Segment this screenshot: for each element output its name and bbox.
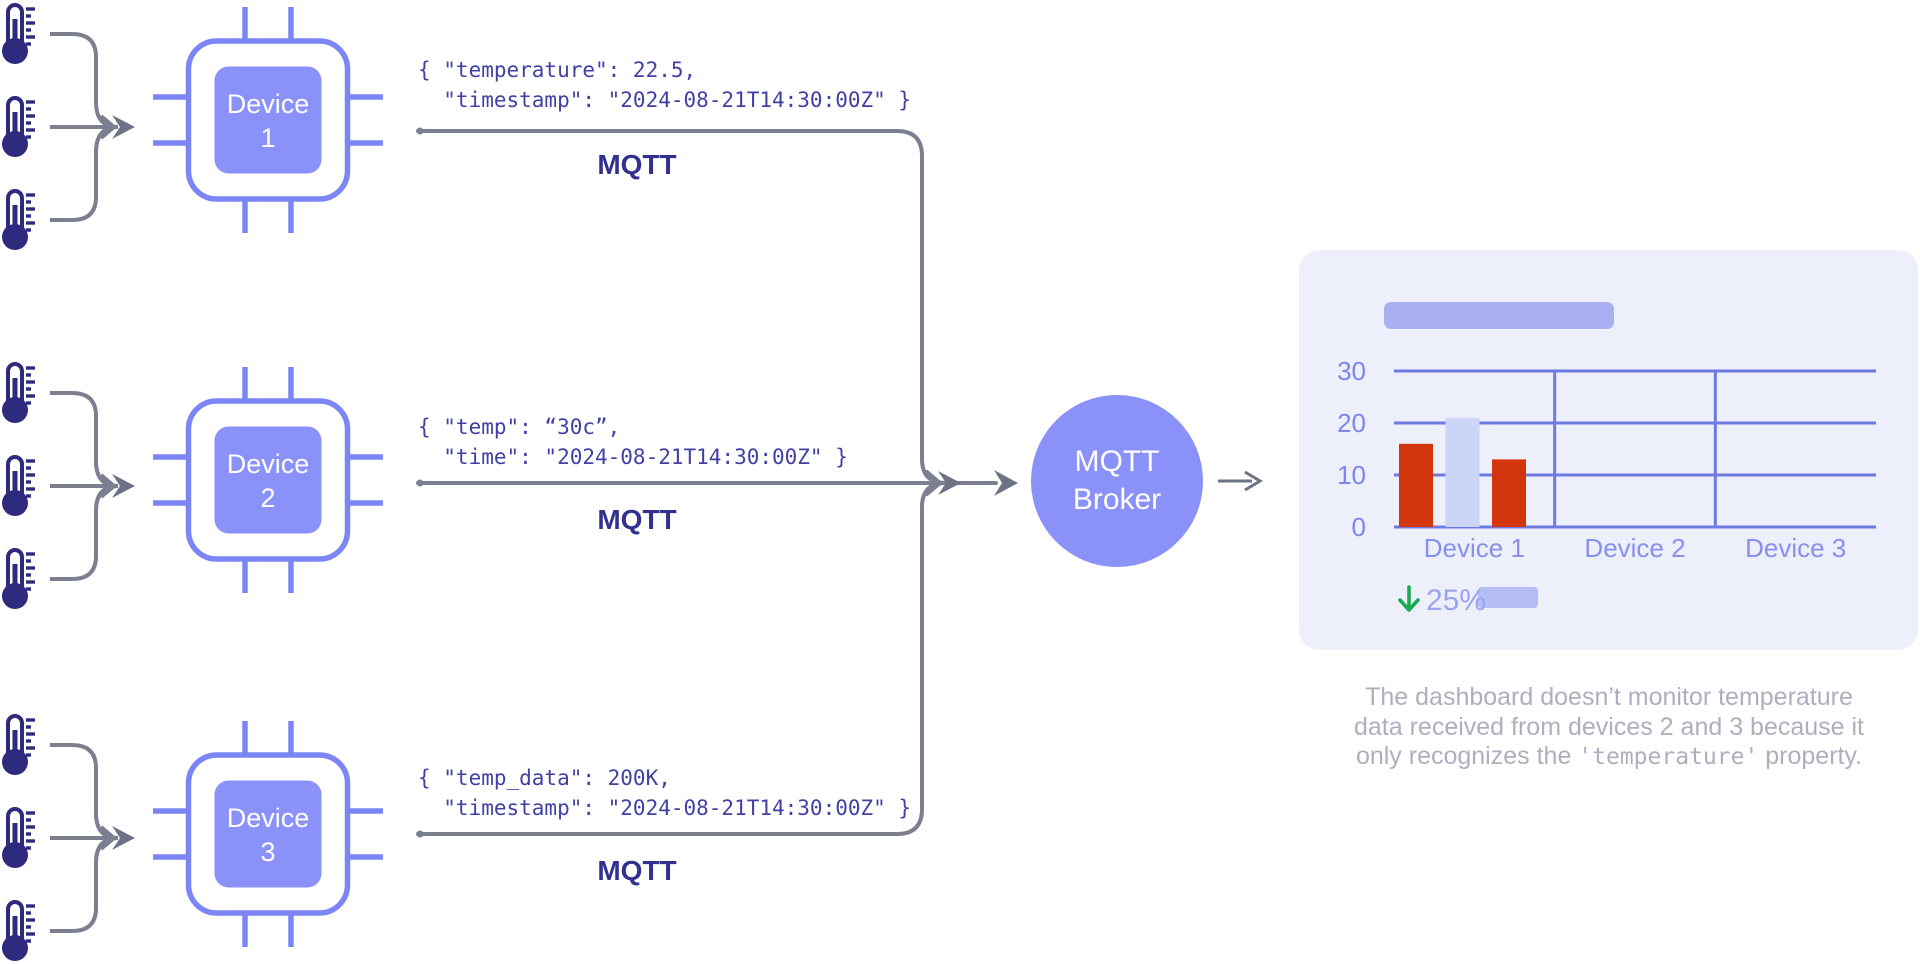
trend-down-arrow-icon	[1398, 585, 1420, 612]
caption: The dashboard doesn’t monitor temperatur…	[1300, 683, 1918, 773]
category-label: Device 1	[1424, 533, 1525, 563]
json-payload-line: { "temperature": 22.5,	[418, 58, 697, 82]
json-payload: { "temp_data": 200K, "timestamp": "2024-…	[418, 763, 911, 823]
merge-arrowhead-icon	[938, 471, 961, 495]
thermometer-icon	[2, 5, 35, 64]
caption-line: The dashboard doesn’t monitor temperatur…	[1365, 683, 1853, 711]
mqtt-connection-line	[416, 129, 948, 485]
broker-label: MQTT Broker	[1032, 443, 1202, 519]
json-payload-line: "time": "2024-08-21T14:30:00Z" }	[418, 445, 848, 469]
protocol-label: MQTT	[597, 855, 677, 886]
chip-label-number: 2	[260, 483, 276, 513]
to-broker-arrow-icon	[994, 470, 1018, 496]
chip-label: Device 3	[189, 801, 347, 869]
chip-label-name: Device	[226, 803, 310, 833]
chip-label-name: Device	[226, 89, 310, 119]
mqtt-connection-line	[416, 481, 948, 836]
broker-label-line: Broker	[1072, 483, 1162, 516]
thermometer-icon	[2, 809, 35, 868]
thermometer-icon	[2, 902, 35, 961]
trend-value: 25%	[1426, 584, 1487, 617]
line-start-dot	[416, 479, 424, 487]
json-payload-line: "timestamp": "2024-08-21T14:30:00Z" }	[418, 88, 912, 112]
chip-label-name: Device	[226, 449, 310, 479]
broker-to-dashboard-arrow-icon	[1244, 470, 1263, 492]
caption-line: only recognizes the 'temperature' proper…	[1300, 742, 1918, 773]
thermometer-icon	[2, 191, 35, 250]
y-axis-tick-label: 20	[1337, 408, 1366, 438]
dashboard-card	[1299, 250, 1918, 650]
json-payload-line: { "temp_data": 200K,	[418, 766, 671, 790]
category-label: Device 3	[1745, 533, 1846, 563]
merge-arrow-icon	[925, 470, 944, 496]
json-payload-line: "timestamp": "2024-08-21T14:30:00Z" }	[418, 796, 912, 820]
y-axis-tick-label: 0	[1352, 512, 1366, 542]
thermometer-icon	[2, 364, 35, 423]
line-start-dot	[416, 127, 424, 135]
thermometer-icon	[2, 98, 35, 157]
mqtt-broker-node	[1031, 395, 1203, 567]
caption-line: data received from devices 2 and 3 becau…	[1353, 712, 1865, 741]
sensor-merge-connector	[48, 32, 137, 222]
bar	[1445, 417, 1480, 527]
chart-title-placeholder	[1384, 302, 1614, 329]
y-axis-tick-label: 30	[1337, 356, 1366, 386]
trend-bar-placeholder	[1478, 587, 1538, 608]
thermometer-icon	[2, 457, 35, 516]
protocol-label: MQTT	[597, 504, 677, 535]
thermometer-icon	[2, 716, 35, 775]
thermometer-icon	[2, 550, 35, 609]
caption-text: property.	[1758, 742, 1863, 771]
chip-label: Device 2	[189, 447, 347, 515]
chip-label-number: 3	[260, 837, 276, 867]
caption-code: 'temperature'	[1578, 744, 1759, 771]
chip-label: Device 1	[189, 87, 347, 155]
bar	[1492, 459, 1526, 527]
json-payload: { "temperature": 22.5, "timestamp": "202…	[418, 55, 911, 115]
caption-text: only recognizes the	[1355, 742, 1579, 771]
protocol-label: MQTT	[597, 149, 677, 180]
category-label: Device 2	[1584, 533, 1685, 563]
json-payload-line: { "temp": “30c”,	[418, 415, 621, 439]
bar	[1399, 443, 1433, 527]
broker-label-line: MQTT	[1074, 445, 1160, 478]
json-payload: { "temp": “30c”, "time": "2024-08-21T14:…	[418, 412, 848, 472]
sensor-merge-connector	[48, 391, 137, 581]
line-start-dot	[416, 830, 424, 838]
sensor-merge-connector	[48, 743, 137, 933]
y-axis-tick-label: 10	[1337, 460, 1366, 490]
chip-label-number: 1	[260, 123, 276, 153]
